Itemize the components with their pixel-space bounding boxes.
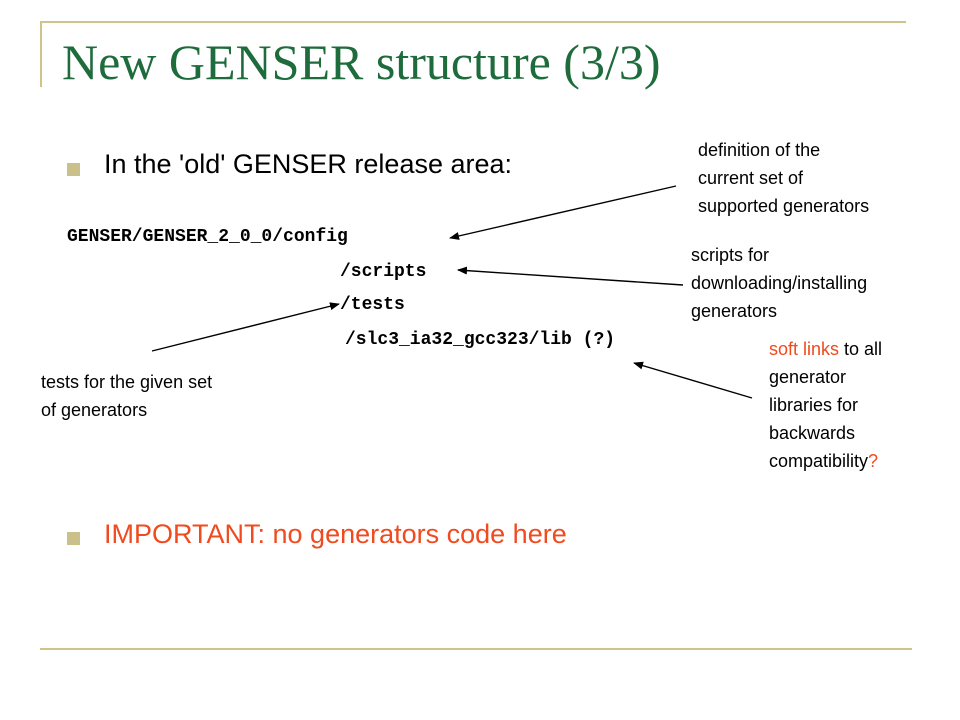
note-config: definition of the current set of support… [698, 140, 870, 216]
decorative-left-line [40, 21, 42, 87]
question-mark-highlight: ? [868, 451, 879, 471]
note-lib: soft links to all generator libraries fo… [769, 339, 883, 471]
bullet-important-note: IMPORTANT: no generators code here [104, 519, 567, 549]
arrow-lib [633, 361, 753, 399]
arrow-scripts [457, 266, 684, 286]
code-line-tests: /tests [340, 295, 405, 315]
note-scripts: scripts for downloading/installing gener… [691, 245, 868, 321]
slide-title: New GENSER structure (3/3) [62, 34, 661, 90]
bullet-square-icon [67, 532, 80, 545]
decorative-top-line [40, 21, 906, 23]
note-tests: tests for the given set of generators [41, 372, 213, 420]
arrow-tests [151, 302, 340, 352]
bullet-square-icon [67, 163, 80, 176]
arrow-config [449, 185, 677, 240]
code-line-lib: /slc3_ia32_gcc323/lib (?) [345, 330, 616, 350]
code-line-config: GENSER/GENSER_2_0_0/config [67, 227, 348, 247]
soft-links-highlight: soft links [769, 339, 840, 359]
bullet-old-release-area: In the 'old' GENSER release area: [104, 149, 513, 179]
code-line-scripts: /scripts [340, 262, 427, 282]
decorative-bottom-line [40, 648, 912, 650]
